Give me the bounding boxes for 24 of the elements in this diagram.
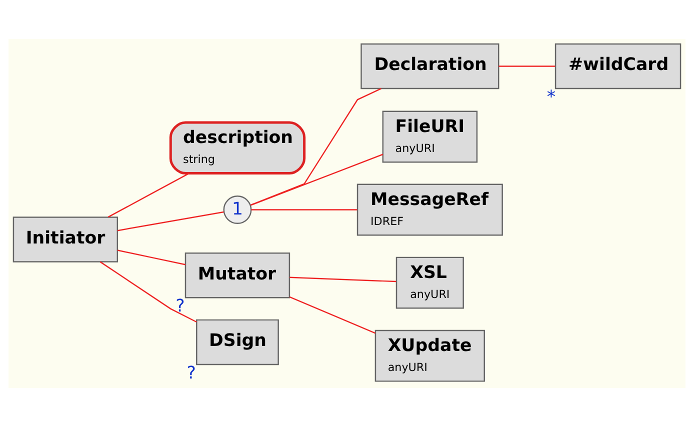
node-box: DSign: [196, 318, 279, 365]
connector: [290, 276, 396, 282]
node-box: description string: [169, 120, 306, 174]
connector: [251, 208, 358, 210]
node-box: Initiator: [12, 216, 118, 262]
connector: [250, 87, 382, 206]
node-label: *: [546, 86, 556, 107]
connector: [289, 296, 376, 334]
connector: [117, 210, 224, 231]
node-box: Mutator: [184, 252, 290, 298]
node-box: XSL anyURI: [396, 256, 464, 308]
connector: [117, 249, 186, 265]
node-box: MessageRef IDREF: [356, 183, 503, 236]
connector: [250, 153, 384, 206]
node-box: #wildCard: [554, 42, 682, 89]
node-label: ?: [186, 362, 196, 383]
node-label: ?: [176, 296, 185, 316]
node-circle: 1: [223, 195, 252, 224]
node-box: Declaration: [360, 42, 500, 89]
connector: [108, 172, 190, 218]
node-box: FileURI anyURI: [382, 110, 478, 162]
connector: [498, 65, 556, 66]
node-box: XUpdate anyURI: [374, 329, 485, 382]
connector: [100, 260, 197, 322]
